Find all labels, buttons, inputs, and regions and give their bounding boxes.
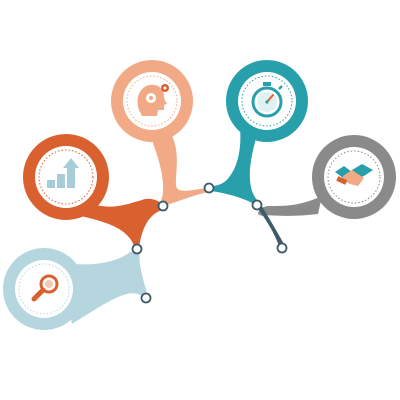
branch-partnership [258, 196, 322, 216]
branch-search [60, 251, 148, 324]
node-ideas [111, 60, 193, 142]
node-partnership [312, 135, 396, 219]
junction-dot [157, 200, 169, 212]
junction-dot [140, 292, 152, 304]
connector-line [257, 205, 284, 246]
junction-dot [131, 243, 143, 255]
bar-chart-arrow-icon [47, 158, 79, 188]
magnifier-icon [31, 274, 59, 302]
node-search [3, 248, 85, 330]
node-timing [226, 60, 308, 142]
branch-timing [211, 128, 259, 205]
head-gears-icon [137, 84, 169, 116]
junction-dot [276, 242, 288, 254]
node-growth [23, 134, 109, 220]
handshake-icon [335, 164, 373, 186]
stopwatch-icon [251, 82, 283, 118]
branch-ideas [148, 128, 208, 206]
junction-dots [131, 182, 288, 304]
junction-dot [251, 199, 263, 211]
junction-dot [203, 182, 215, 194]
branch-growth [72, 198, 163, 248]
